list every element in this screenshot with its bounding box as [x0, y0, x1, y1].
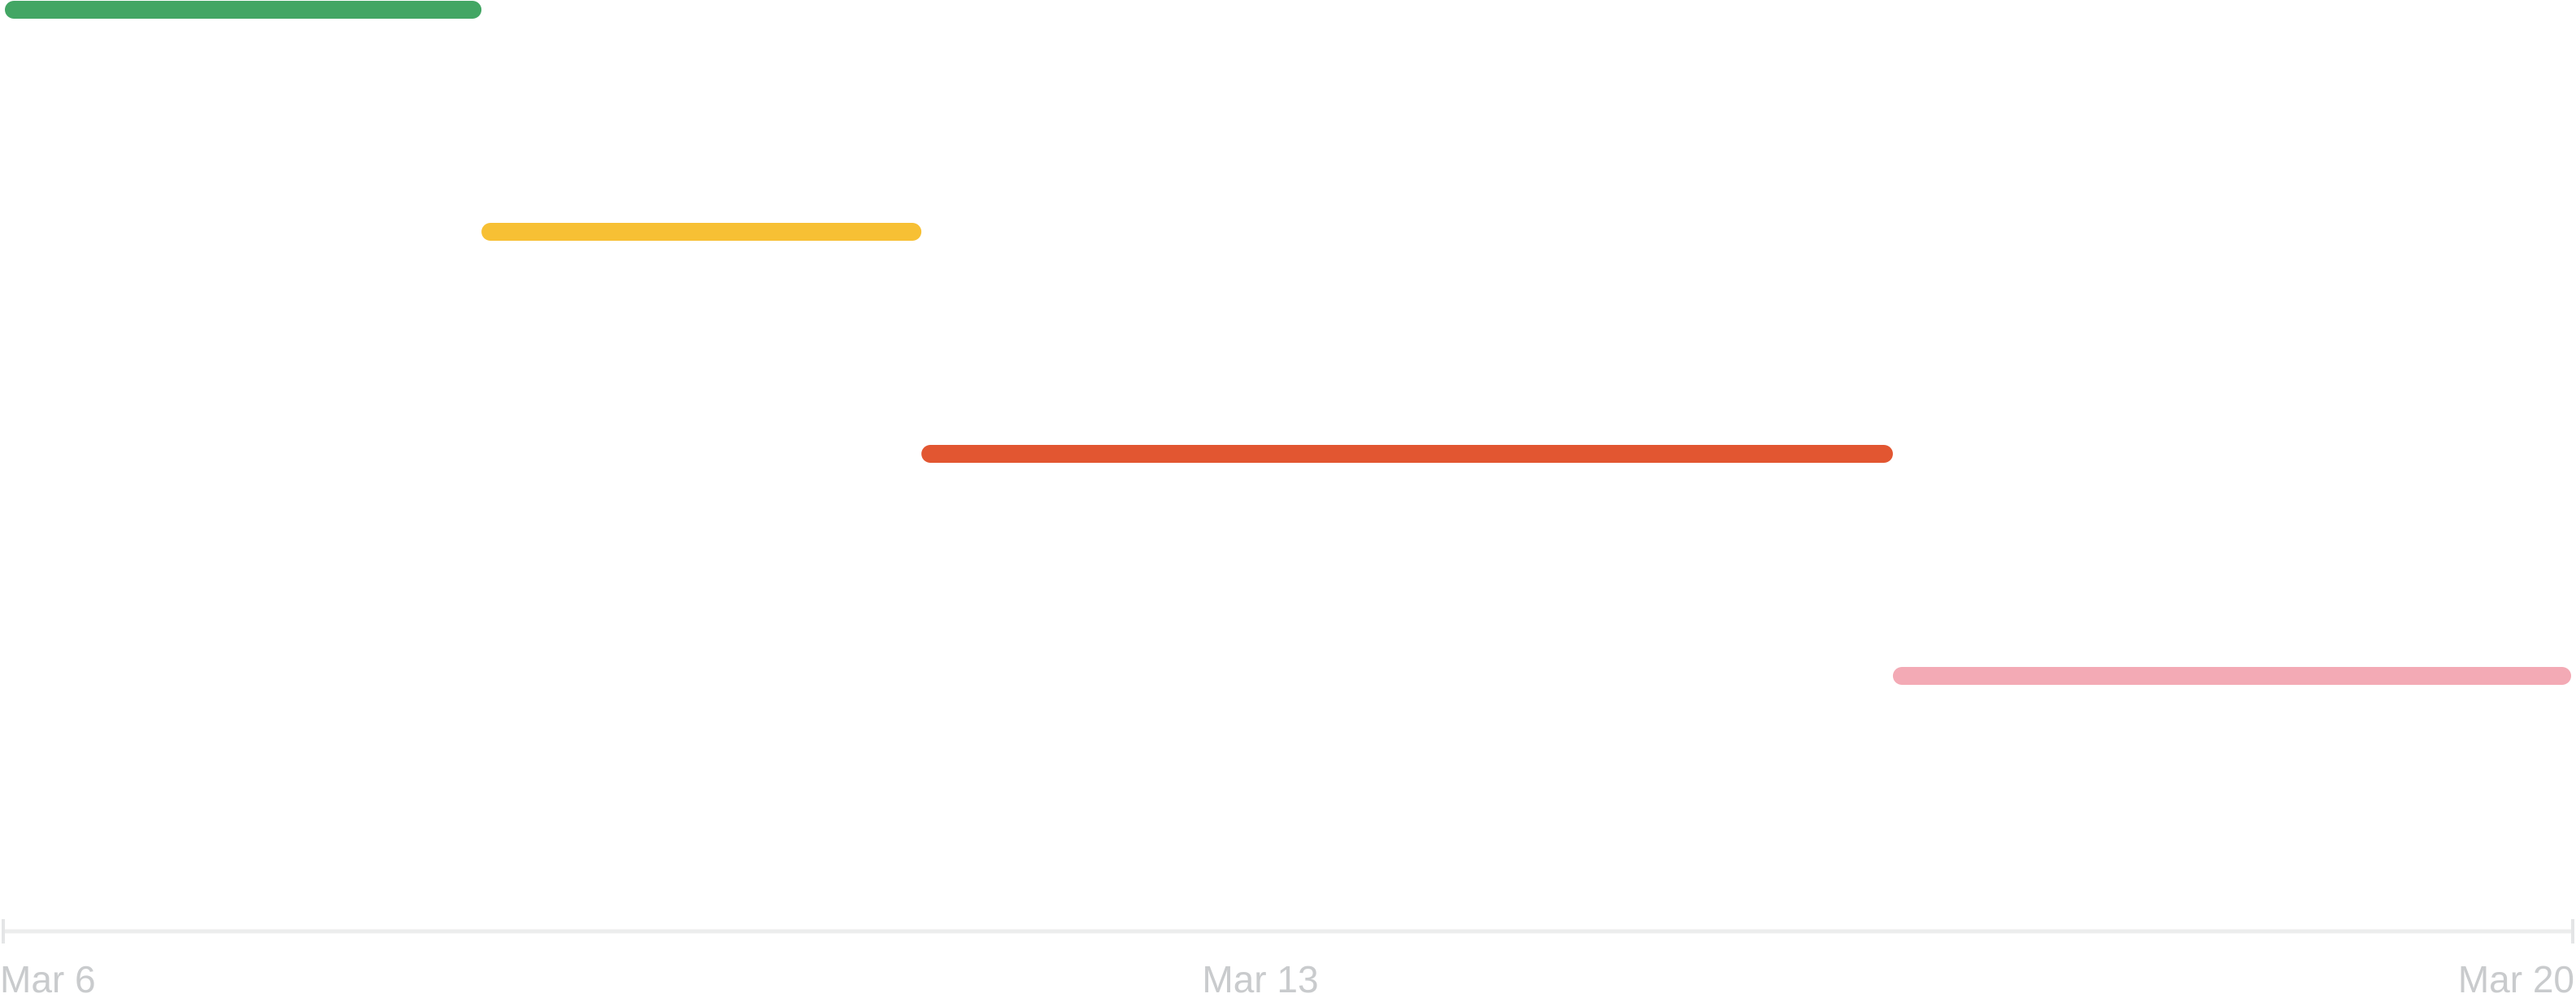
task-bar-3 [921, 445, 1893, 463]
task-bars [5, 1, 2571, 685]
task-bar-4 [1892, 667, 2571, 685]
x-tick-label-start: Mar 6 [0, 958, 96, 998]
task-bar-2 [481, 223, 922, 241]
x-axis: Mar 6 Mar 13 Mar 20 [0, 919, 2574, 998]
x-tick-label-mid: Mar 13 [1202, 958, 1318, 998]
x-tick-label-end: Mar 20 [2458, 958, 2574, 998]
task-bar-1 [5, 1, 482, 19]
